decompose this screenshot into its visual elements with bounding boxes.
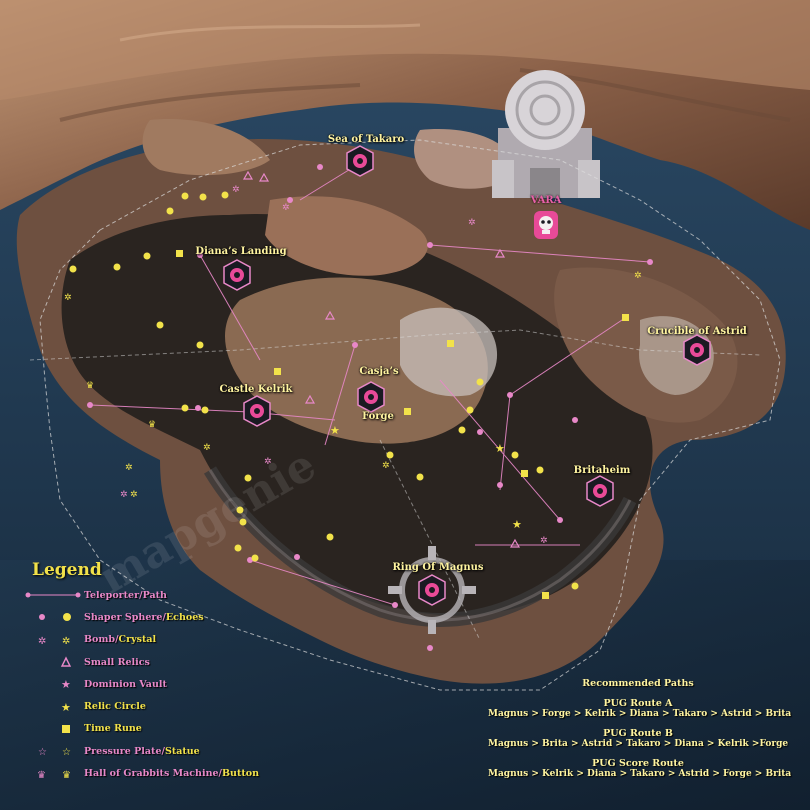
svg-text:★: ★ bbox=[495, 442, 505, 455]
svg-text:♛: ♛ bbox=[62, 770, 71, 781]
legend-item-shaper-sphere: Shaper Sphere / Echoes bbox=[22, 606, 292, 628]
legend-panel: Legend Teleporter/Path Shaper Sphere / E… bbox=[22, 560, 292, 785]
crucible-of-astrid-marker[interactable] bbox=[683, 334, 711, 366]
legend-text-pink: Dominion Vault bbox=[84, 678, 167, 690]
svg-text:✲: ✲ bbox=[634, 271, 642, 281]
crucible-of-astrid-label: Crucible of Astrid bbox=[647, 326, 747, 337]
ring-of-magnus-label: Ring Of Magnus bbox=[392, 562, 484, 573]
route-sequence: Magnus > Brita > Astrid > Takaro > Diana… bbox=[488, 739, 789, 749]
time-rune-icon bbox=[62, 724, 70, 733]
bomb-crystal-icon: ✲✲ bbox=[38, 636, 70, 647]
svg-text:★: ★ bbox=[512, 518, 522, 531]
vara-boss-icon[interactable] bbox=[534, 211, 558, 239]
svg-text:♛: ♛ bbox=[86, 381, 94, 391]
route-score: PUG Score Route Magnus > Kelrik > Diana … bbox=[488, 758, 792, 779]
svg-text:★: ★ bbox=[61, 678, 71, 691]
legend-item-hall-of-grabbits: ♛♛ Hall of Grabbits Machine / Button bbox=[22, 762, 292, 784]
svg-text:✲: ✲ bbox=[282, 203, 290, 213]
casjas-forge-label-line2: Forge bbox=[362, 411, 394, 422]
recommended-paths-heading: Recommended Paths bbox=[582, 678, 694, 689]
svg-text:✲: ✲ bbox=[382, 461, 390, 471]
svg-text:✲: ✲ bbox=[232, 185, 240, 195]
svg-text:✲: ✲ bbox=[264, 457, 272, 467]
legend-text-yellow: Time Rune bbox=[84, 723, 142, 735]
shaper-sphere-echoes-icon bbox=[39, 613, 71, 622]
vara-label: VARA bbox=[530, 195, 562, 206]
legend-text-yellow: Relic Circle bbox=[84, 701, 146, 713]
svg-text:✲: ✲ bbox=[125, 463, 133, 473]
svg-text:✲: ✲ bbox=[540, 536, 548, 546]
svg-text:✲: ✲ bbox=[62, 636, 70, 647]
route-name: PUG Route B bbox=[603, 728, 673, 739]
legend-title: Legend bbox=[32, 560, 102, 580]
legend-text-pink: Small Relics bbox=[84, 656, 150, 668]
legend-separator: / bbox=[218, 768, 223, 780]
svg-text:☆: ☆ bbox=[62, 747, 71, 758]
svg-text:✲: ✲ bbox=[120, 490, 128, 500]
dianas-landing-marker[interactable] bbox=[223, 259, 251, 291]
legend-text-pink: Shaper Sphere bbox=[84, 611, 163, 623]
small-relics-icon bbox=[60, 656, 72, 667]
svg-text:☆: ☆ bbox=[38, 747, 47, 758]
britaheim-marker[interactable] bbox=[586, 475, 614, 507]
legend-text-yellow: Statue bbox=[164, 745, 200, 757]
svg-text:✲: ✲ bbox=[64, 293, 72, 303]
legend-separator: / bbox=[162, 611, 166, 623]
dianas-landing-label: Diana’s Landing bbox=[195, 246, 287, 257]
legend-separator: / bbox=[115, 634, 119, 646]
legend-item-small-relics: Small Relics bbox=[22, 651, 292, 673]
legend-text-yellow: Echoes bbox=[165, 611, 204, 623]
castle-kelrik-marker[interactable] bbox=[243, 395, 271, 427]
legend-item-dominion-vault: ★ Dominion Vault bbox=[22, 673, 292, 695]
route-sequence: Magnus > Kelrik > Diana > Takaro > Astri… bbox=[488, 769, 792, 779]
svg-text:✲: ✲ bbox=[468, 218, 476, 228]
legend-item-teleporter: Teleporter/Path bbox=[22, 584, 292, 606]
legend-text-pink: Hall of Grabbits Machine bbox=[84, 768, 219, 780]
hall-of-grabbits-icon: ♛♛ bbox=[37, 770, 71, 781]
legend-item-time-rune: Time Rune bbox=[22, 718, 292, 740]
route-sequence: Magnus > Forge > Kelrik > Diana > Takaro… bbox=[488, 709, 792, 719]
route-name: PUG Route A bbox=[603, 698, 673, 709]
legend-text-yellow: Button bbox=[222, 768, 259, 780]
ring-of-magnus-marker[interactable] bbox=[388, 546, 476, 634]
sea-of-takaro-label: Sea of Takaro bbox=[327, 134, 405, 145]
route-b: PUG Route B Magnus > Brita > Astrid > Ta… bbox=[488, 728, 788, 749]
legend-text-pink: Teleporter/Path bbox=[84, 589, 167, 601]
svg-text:✲: ✲ bbox=[203, 443, 211, 453]
legend-item-bomb: ✲✲ Bomb / Crystal bbox=[22, 629, 292, 651]
vara-structure bbox=[492, 70, 600, 198]
svg-text:★: ★ bbox=[61, 701, 71, 714]
casjas-forge-label-line1: Casja’s bbox=[359, 366, 399, 377]
castle-kelrik-label: Castle Kelrik bbox=[219, 384, 293, 395]
dominion-vault-icon: ★ bbox=[61, 678, 71, 691]
recommended-paths-panel: Recommended Paths PUG Route A Magnus > F… bbox=[488, 678, 792, 779]
britaheim-label: Britaheim bbox=[573, 465, 631, 476]
relic-circle-icon: ★ bbox=[61, 701, 71, 714]
svg-text:✲: ✲ bbox=[38, 636, 46, 647]
pressure-plate-statue-icon: ☆☆ bbox=[38, 747, 71, 758]
svg-text:★: ★ bbox=[330, 424, 340, 437]
teleporter-path-icon bbox=[25, 592, 81, 598]
legend-text-yellow: Crystal bbox=[118, 634, 157, 646]
legend-item-pressure-plate: ☆☆ Pressure Plate / Statue bbox=[22, 740, 292, 762]
route-name: PUG Score Route bbox=[592, 758, 684, 769]
sea-of-takaro-marker[interactable] bbox=[346, 145, 374, 177]
route-a: PUG Route A Magnus > Forge > Kelrik > Di… bbox=[488, 698, 792, 719]
legend-separator: / bbox=[161, 745, 165, 757]
casjas-forge-marker[interactable] bbox=[357, 381, 385, 413]
legend-item-relic-circle: ★ Relic Circle bbox=[22, 695, 292, 717]
legend-text-pink: Pressure Plate bbox=[84, 745, 162, 757]
svg-text:✲: ✲ bbox=[130, 490, 138, 500]
svg-text:♛: ♛ bbox=[148, 420, 156, 430]
svg-text:♛: ♛ bbox=[37, 770, 46, 781]
legend-text-pink: Bomb bbox=[84, 634, 116, 646]
